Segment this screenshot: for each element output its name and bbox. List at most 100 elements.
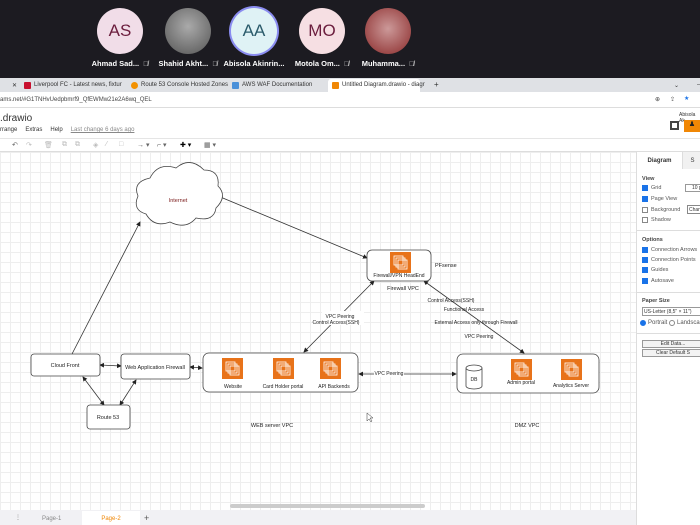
db-cylinder[interactable] <box>465 364 483 390</box>
user-name: Abisola Ak <box>679 112 696 124</box>
browser-tab[interactable]: Liverpool FC - Latest news, fixtur <box>20 79 122 92</box>
page-view-checkbox[interactable]: Page View <box>642 196 677 202</box>
avatar: AS <box>97 8 143 54</box>
route53-node[interactable] <box>86 404 131 430</box>
guides-checkbox[interactable]: Guides <box>642 267 668 273</box>
edge-waf-route53[interactable] <box>119 379 137 406</box>
participant-name: Shahid Akht... <box>158 59 209 68</box>
tab-label: Liverpool FC - Latest news, fixtur <box>34 82 122 88</box>
shadow-button[interactable]: □ <box>119 141 124 148</box>
page-tab-active[interactable]: Page-2 <box>82 511 140 525</box>
website-label: Website <box>224 384 242 390</box>
edge-cloudfront-route53[interactable] <box>82 376 105 406</box>
waf-node[interactable] <box>120 353 191 380</box>
db-label: DB <box>471 377 479 383</box>
menu-arrange[interactable]: rrange <box>0 127 18 133</box>
clear-default-style-button[interactable]: Clear Default S <box>642 349 700 357</box>
install-icon[interactable]: ⊕ <box>655 97 661 103</box>
edge-label: Control Access(SSH) <box>313 320 360 326</box>
browser-tab-active[interactable]: Untitled Diagram.drawio - diagr <box>328 79 425 92</box>
edit-data-button[interactable]: Edit Data... <box>642 340 700 348</box>
to-back-button[interactable]: ⧉ <box>75 141 80 148</box>
api-label: API Backends <box>318 384 350 390</box>
internet-cloud[interactable] <box>135 162 223 226</box>
favicon-icon <box>131 82 138 89</box>
edge-label: Functional Access <box>444 307 485 313</box>
edge-internet-firewall[interactable] <box>217 195 368 259</box>
edge-firewall-dmz[interactable] <box>423 280 525 354</box>
edge-label: VPC Peering <box>465 334 494 340</box>
change-background-button[interactable]: Chan <box>687 205 700 214</box>
portrait-radio[interactable]: Portrait <box>640 320 667 326</box>
avatar: AA <box>231 8 277 54</box>
share-user-icon[interactable]: ♟ <box>684 120 700 132</box>
page-tab[interactable]: Page-1 <box>42 516 62 522</box>
share-icon[interactable]: ⇪ <box>670 97 676 103</box>
cloudfront-node[interactable] <box>30 353 101 377</box>
grid-checkbox[interactable]: Grid <box>642 185 661 191</box>
browser-tab[interactable]: AWS WAF Documentation <box>228 79 323 92</box>
route53-label: Route 53 <box>97 415 119 421</box>
tab-style[interactable]: S <box>682 152 700 169</box>
waf-label: Web Application Firewall <box>125 365 185 371</box>
menu-help[interactable]: Help <box>50 127 63 133</box>
undo-button[interactable]: ↶ <box>12 142 18 149</box>
fill-color-button[interactable]: ◈ <box>93 142 99 149</box>
line-color-button[interactable]: ⁄ <box>106 141 108 148</box>
tab-label: Route 53 Console Hosted Zones <box>141 82 229 88</box>
shadow-checkbox[interactable]: Shadow <box>642 217 671 223</box>
to-front-button[interactable]: ⧉ <box>62 141 67 148</box>
connection-points-checkbox[interactable]: Connection Points <box>642 257 696 263</box>
participant-name: Ahmad Sad... <box>91 59 140 68</box>
table-button[interactable]: ▦ ▾ <box>204 142 217 149</box>
tab-list-chevron-icon[interactable]: ⌄ <box>674 83 680 89</box>
waypoints-button[interactable]: ⌐ ▾ <box>157 142 167 149</box>
address-bar[interactable]: ams.net/#G1TNHvUedpbmrf9_QfEWMw21e2A6wq_… <box>0 92 700 108</box>
edge-cloudfront-internet[interactable] <box>71 221 141 355</box>
cloudfront-label: Cloud Front <box>51 363 80 369</box>
participant[interactable]: Muhamma...🎙̸ <box>353 8 423 68</box>
browser-tab-bar: ✕ Liverpool FC - Latest news, fixtur Rou… <box>0 78 700 92</box>
url-text: ams.net/#G1TNHvUedpbmrf9_QfEWMw21e2A6wq_… <box>0 97 152 103</box>
favicon-icon <box>232 82 239 89</box>
autosave-checkbox[interactable]: Autosave <box>642 278 674 284</box>
delete-button[interactable]: 🗑 <box>44 142 53 149</box>
menu-extras[interactable]: Extras <box>25 127 43 133</box>
paper-size-select[interactable]: US-Letter (8,5" × 11") <box>642 307 700 316</box>
favicon-icon <box>24 82 31 89</box>
bookmark-star-icon[interactable]: ★ <box>684 96 690 102</box>
last-change-link[interactable]: Last change 6 days ago <box>70 127 135 133</box>
edge-cloudfront-waf[interactable] <box>99 362 122 369</box>
insert-button[interactable]: ✚ ▾ <box>180 142 192 149</box>
browser-tab[interactable]: Route 53 Console Hosted Zones <box>127 79 228 92</box>
edge-waf-web[interactable] <box>189 364 203 371</box>
admin-label: Admin portal <box>507 380 535 386</box>
cardholder-instance-icon <box>273 358 294 379</box>
minimize-icon[interactable]: — <box>683 79 700 92</box>
landscape-radio[interactable]: Landsca <box>669 320 700 326</box>
horizontal-scrollbar[interactable] <box>230 504 425 508</box>
redo-button[interactable]: ↷ <box>26 142 32 149</box>
background-checkbox[interactable]: Background <box>642 207 680 213</box>
participant[interactable]: Shahid Akht...🎙̸ <box>153 8 223 68</box>
add-page-button[interactable]: + <box>144 513 150 523</box>
new-tab-button[interactable]: + <box>434 80 439 89</box>
connection-style-button[interactable]: → ▾ <box>137 142 150 149</box>
pages-menu-icon[interactable]: ⋮ <box>15 515 21 521</box>
tab-close-icon[interactable]: ✕ <box>12 83 18 89</box>
edge-label: VPC Peering <box>326 314 355 320</box>
options-heading: Options <box>642 237 663 243</box>
comments-icon[interactable] <box>670 121 679 130</box>
connection-arrows-checkbox[interactable]: Connection Arrows <box>642 247 697 253</box>
page-tabs-bar: ⋮ Page-1 Page-2 + <box>0 504 636 525</box>
tab-diagram[interactable]: Diagram <box>647 158 672 164</box>
favicon-icon <box>332 82 339 89</box>
mic-muted-icon: 🎙̸ <box>409 61 415 68</box>
diagram-canvas[interactable]: Internet DB Firewall/VPN HeadEnd PFsense… <box>0 152 636 510</box>
document-title[interactable]: .drawio <box>0 113 33 124</box>
grid-size-input[interactable]: 10 p <box>685 184 700 192</box>
firewall-label: Firewall/VPN HeadEnd <box>373 273 424 279</box>
